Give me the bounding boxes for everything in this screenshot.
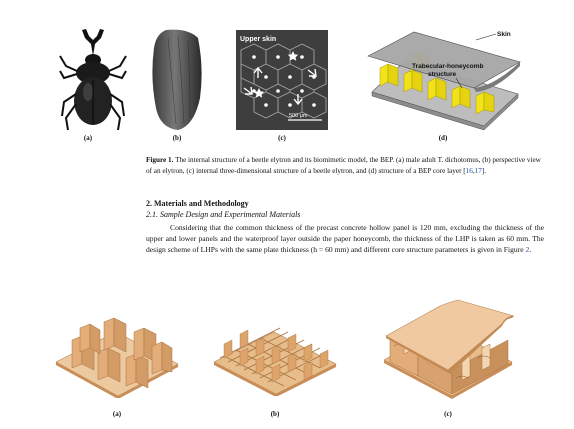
figure2-label-b: (b) <box>270 410 280 418</box>
figure1-label-b: (b) <box>172 134 182 142</box>
caption-text: The internal structure of a beetle elytr… <box>146 156 541 175</box>
scale-bar-label: 500 µm <box>289 113 308 119</box>
star-marker-icons <box>253 51 299 98</box>
figure2-panel-b-honeycomb-image <box>213 327 337 396</box>
figure1-panel-d-bep-core-diagram: Skin Trabecular-honeycomb structure <box>367 31 521 131</box>
body-paragraph: Considering that the common thickness of… <box>146 222 544 256</box>
figure1-panel-b-elytron-image <box>152 29 202 131</box>
skin-label: Skin <box>497 31 511 38</box>
paragraph-end: . <box>529 245 532 255</box>
figure1-label-c: (c) <box>278 134 286 142</box>
caption-label: Figure 1. <box>146 156 174 164</box>
figure2-panel-a-honeycomb-image <box>55 317 179 398</box>
caption-end: ]. <box>481 166 487 175</box>
caption-separator: , <box>472 166 475 175</box>
figure2-label-a: (a) <box>112 410 122 418</box>
upper-skin-label: Upper skin <box>240 36 276 43</box>
figure1-label-a: (a) <box>83 134 93 142</box>
figure1-label-d: (d) <box>438 134 448 142</box>
arrow-marker-icons <box>243 66 317 106</box>
caption-ref-17[interactable]: 17 <box>474 166 482 175</box>
caption-ref-16[interactable]: 16 <box>465 166 473 175</box>
figure2-panel-c-trabecular-image <box>383 299 515 399</box>
paragraph-text: Considering that the common thickness of… <box>146 223 544 255</box>
figure1-caption: Figure 1. The internal structure of a be… <box>146 155 544 176</box>
figure2-label-c: (c) <box>444 410 452 418</box>
section-heading: 2. Materials and Methodology <box>146 199 249 208</box>
subsection-heading: 2.1. Sample Design and Experimental Mate… <box>146 210 301 219</box>
core-label-line1: Trabecular-honeycomb <box>412 63 484 70</box>
figure2-link[interactable]: 2 <box>525 245 530 255</box>
core-label-line2: structure <box>428 71 457 78</box>
figure1-panel-a-beetle-image <box>59 29 127 131</box>
figure1-panel-c-sem-image: Upper skin 500 µm <box>236 30 328 130</box>
